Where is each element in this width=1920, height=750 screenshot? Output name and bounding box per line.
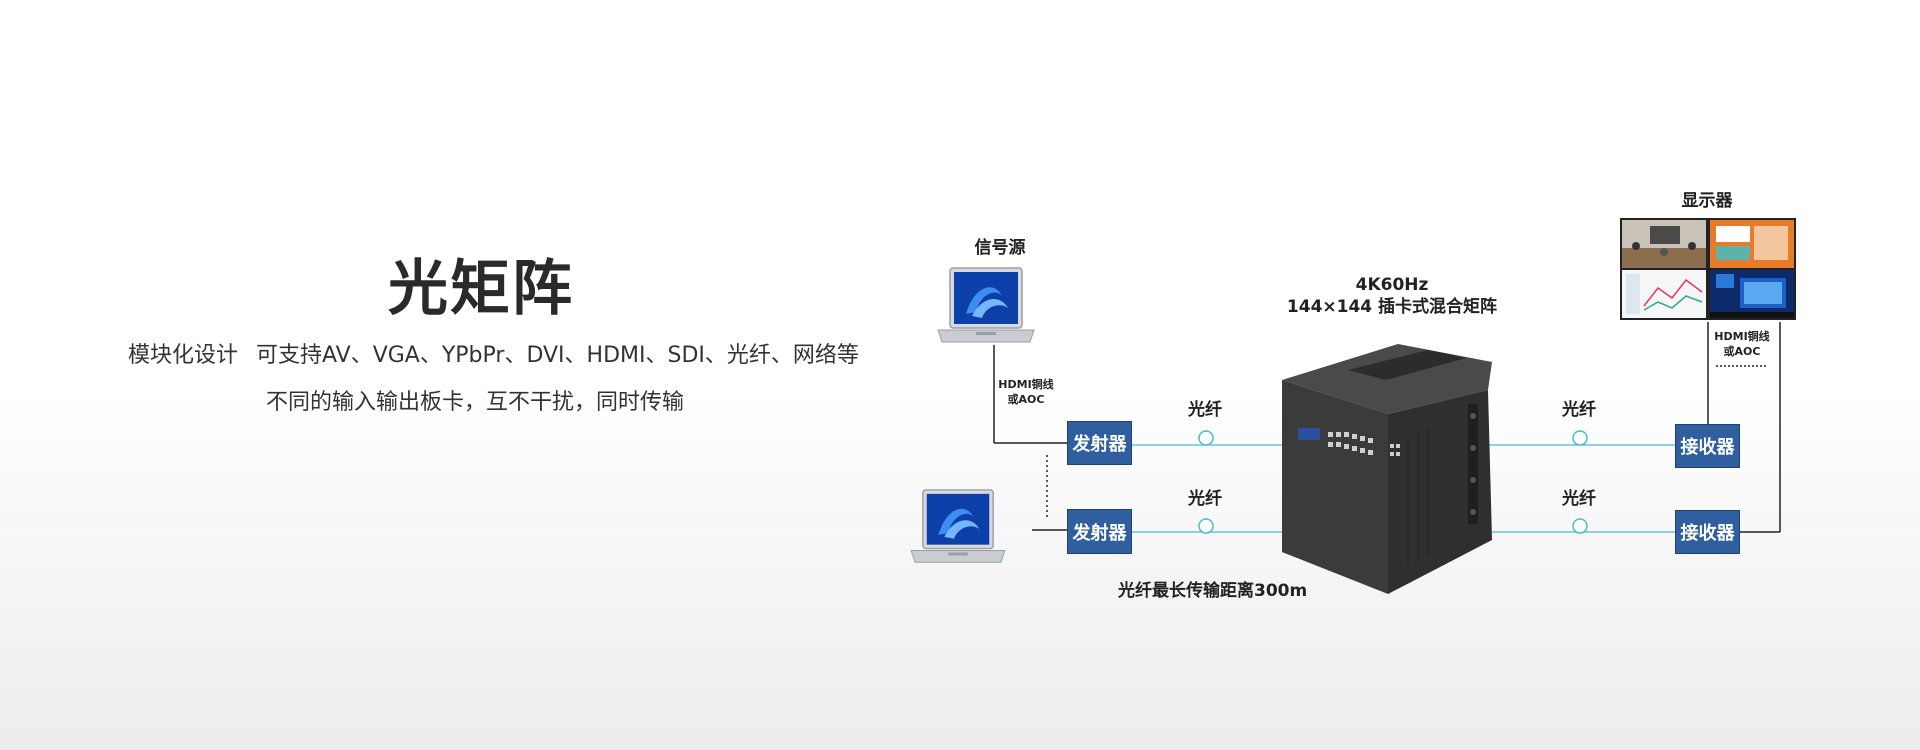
fiber-label-right-1: 光纤 [1562,400,1596,420]
cable-label-left-line1: HDMI铜线 [998,378,1054,391]
source-label: 信号源 [974,238,1026,258]
receiver-2: 接收器 [1675,510,1740,554]
cable-label-right-line2: 或AOC [1723,345,1761,358]
laptop-source-1 [937,267,1035,343]
description-line-2: 不同的输入输出板卡，互不干扰，同时传输 [266,390,685,415]
cable-label-left-line2: 或AOC [1007,393,1045,406]
fiber-label-right-2: 光纤 [1562,489,1596,509]
matrix-chassis [1282,344,1492,594]
laptop-source-2 [910,489,1006,563]
transmitter-2: 发射器 [1067,509,1132,554]
fiber-node-right-2 [1572,518,1588,534]
transmitter-1: 发射器 [1067,421,1132,465]
cable-label-left: HDMI铜线 或AOC [994,377,1058,407]
fiber-label-left-2: 光纤 [1188,489,1222,509]
cable-label-right: HDMI铜线 或AOC [1712,329,1772,359]
display-label: 显示器 [1681,191,1733,211]
description-support: 可支持AV、VGA、YPbPr、DVI、HDMI、SDI、光纤、网络等 [256,343,859,368]
fiber-node-left-2 [1198,518,1214,534]
cable-label-right-line1: HDMI铜线 [1714,330,1770,343]
matrix-label-line2: 144×144 插卡式混合矩阵 [1286,297,1498,317]
distance-label: 光纤最长传输距离300m [1118,581,1308,601]
fiber-label-left-1: 光纤 [1188,400,1222,420]
matrix-label: 4K60Hz 144×144 插卡式混合矩阵 [1282,274,1502,318]
matrix-label-line1: 4K60Hz [1355,275,1429,295]
fiber-node-left-1 [1198,430,1214,446]
description-modular: 模块化设计 [128,343,239,368]
display-wall [1620,218,1796,320]
page-title: 光矩阵 [388,254,574,324]
fiber-node-right-1 [1572,430,1588,446]
receiver-1: 接收器 [1675,424,1740,468]
description-line-1: 模块化设计可支持AV、VGA、YPbPr、DVI、HDMI、SDI、光纤、网络等 [128,337,859,369]
